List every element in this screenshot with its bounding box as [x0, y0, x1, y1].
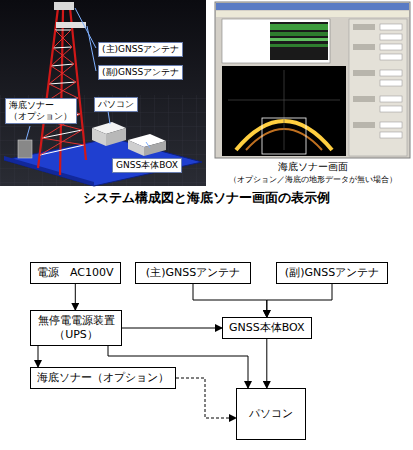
sonar-unit — [18, 140, 32, 158]
connector — [266, 339, 267, 388]
connector — [267, 284, 332, 317]
pc-side — [92, 128, 106, 146]
connector — [38, 346, 39, 367]
gnss-box-front — [144, 141, 166, 156]
connector — [193, 284, 267, 317]
base-platform — [4, 138, 202, 186]
title-text: システム構成図と海底ソナー画面の表示例 — [83, 190, 330, 205]
connector — [75, 284, 76, 310]
box-text: GNSS本体BOX — [229, 321, 305, 335]
callout-label: （オプション／海底の地形データが無い場合） — [215, 175, 410, 185]
box-text: パソコン — [249, 407, 293, 421]
sub-antenna — [56, 22, 86, 28]
process-box: GNSS本体BOX — [222, 317, 312, 339]
label-text: 海底ソナー画面 — [278, 161, 348, 172]
callout-label: パソコン — [94, 97, 138, 112]
floor-grid — [0, 95, 206, 186]
callout-label: 海底ソナー （オプション） — [5, 98, 77, 124]
label-text: パソコン — [98, 99, 134, 109]
callout-label: GNSS本体BOX — [112, 158, 182, 173]
pc-front — [106, 128, 126, 146]
process-box: (副)GNSSアンテナ — [276, 262, 388, 284]
process-box: (主)GNSSアンテナ — [135, 262, 251, 284]
connector — [176, 378, 236, 418]
render-background — [0, 0, 206, 186]
box-text: 海底ソナー（オプション） — [37, 371, 169, 385]
label-text: (主)GNSSアンテナ — [102, 44, 179, 54]
process-box: 電源 AC100V — [30, 262, 121, 284]
box-text: (副)GNSSアンテナ — [285, 266, 379, 280]
title: システム構成図と海底ソナー画面の表示例 — [0, 189, 413, 207]
label-text: GNSS本体BOX — [116, 160, 178, 170]
process-box: 無停電電源装置 （UPS） — [30, 310, 122, 346]
base-edge — [4, 156, 94, 186]
box-text: (主)GNSSアンテナ — [146, 266, 240, 280]
sonar-screenshot — [215, 2, 410, 158]
callout-label: (主)GNSSアンテナ — [98, 42, 183, 57]
tower — [38, 8, 86, 175]
label-text: （オプション／海底の地形データが無い場合） — [229, 175, 397, 184]
process-box: 海底ソナー（オプション） — [30, 367, 176, 389]
connector — [122, 328, 222, 329]
tower-braces — [40, 30, 84, 155]
label-text: (副)GNSSアンテナ — [102, 67, 179, 77]
box-text: 電源 AC100V — [37, 266, 114, 280]
gnss-box-side — [128, 140, 144, 156]
tower-lattice — [40, 30, 84, 155]
callout-label: (副)GNSSアンテナ — [98, 65, 183, 80]
label-text: 海底ソナー （オプション） — [9, 100, 72, 121]
main-antenna — [54, 2, 74, 10]
callout-label: 海底ソナー画面 — [215, 161, 410, 173]
box-text: 無停電電源装置 （UPS） — [37, 314, 115, 342]
process-box: パソコン — [236, 388, 306, 440]
